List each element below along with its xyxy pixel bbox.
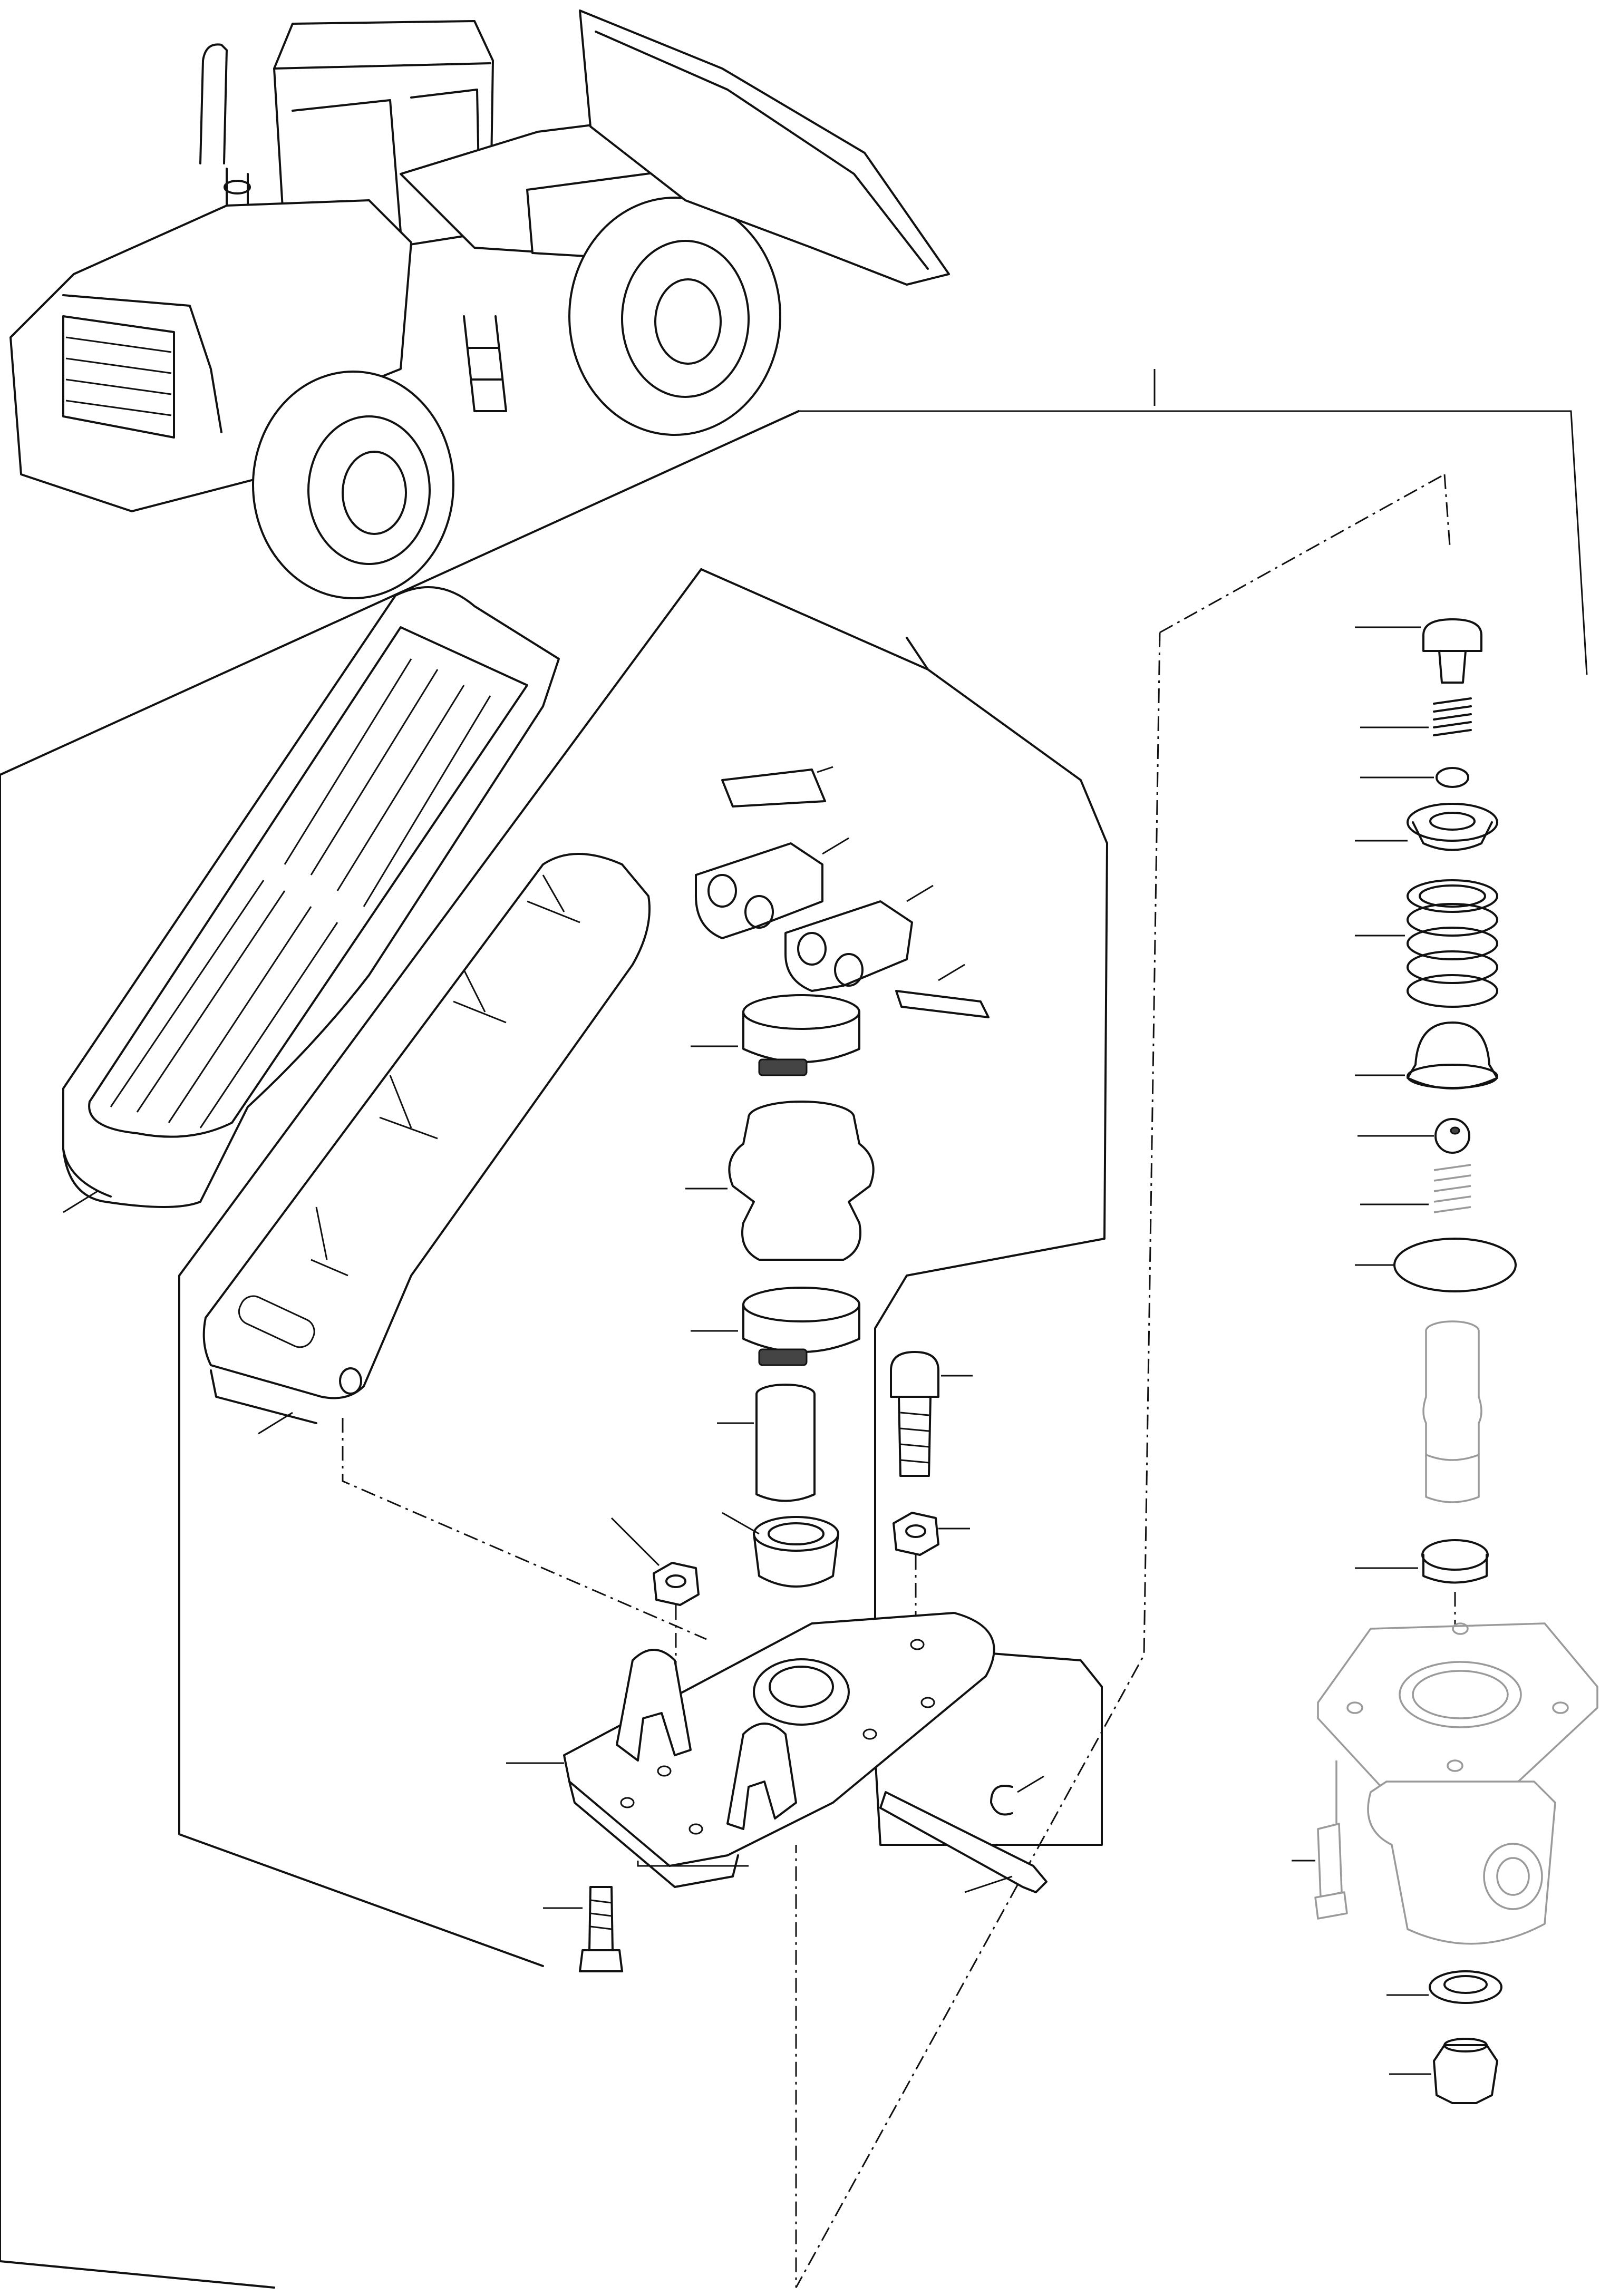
cap-screw [890, 1351, 973, 1477]
spring-seat [1355, 803, 1498, 851]
valve-piston [1355, 1021, 1498, 1089]
valve-cap [1355, 618, 1482, 684]
valve-body [1317, 1622, 1598, 1945]
clevis-lower [784, 884, 934, 992]
pedal-bracket [506, 1612, 995, 1888]
drain-plug [1389, 2038, 1498, 2104]
ball-spring [1360, 1164, 1471, 1213]
pivot-pin [879, 1791, 1048, 1893]
pedal-pad [62, 586, 560, 1213]
front-tire [568, 197, 781, 436]
pedal-cover [721, 766, 833, 808]
pin [895, 964, 990, 1018]
steel-ball [1357, 1118, 1470, 1154]
bucket [579, 9, 950, 286]
diaphragm [1355, 1238, 1517, 1292]
outline-border-right [700, 568, 1108, 1846]
outline-border-bottom [0, 774, 275, 2289]
clevis-upper [695, 837, 849, 939]
nut-right [893, 1512, 970, 1650]
hex-bolt [543, 1886, 623, 1972]
sealing-washer [1386, 1970, 1502, 2004]
wheel-loader-illustration [9, 9, 950, 599]
pedal-arm [202, 853, 707, 1640]
small-spring [1360, 697, 1472, 736]
hose-clamp-lower [691, 1287, 860, 1366]
grille [62, 315, 175, 439]
o-ring [1360, 767, 1469, 788]
plunger [717, 1384, 816, 1502]
main-spring [1355, 879, 1498, 1008]
valve-body-bolt [1292, 1760, 1348, 1920]
outline-border-mid [178, 568, 702, 1967]
rear-tire [252, 371, 454, 599]
hose-clamp-upper [691, 994, 860, 1076]
retaining-ring [990, 1775, 1044, 1816]
valve-stem [1422, 1320, 1482, 1503]
rubber-boot [685, 1101, 875, 1261]
bushing [722, 1512, 839, 1588]
